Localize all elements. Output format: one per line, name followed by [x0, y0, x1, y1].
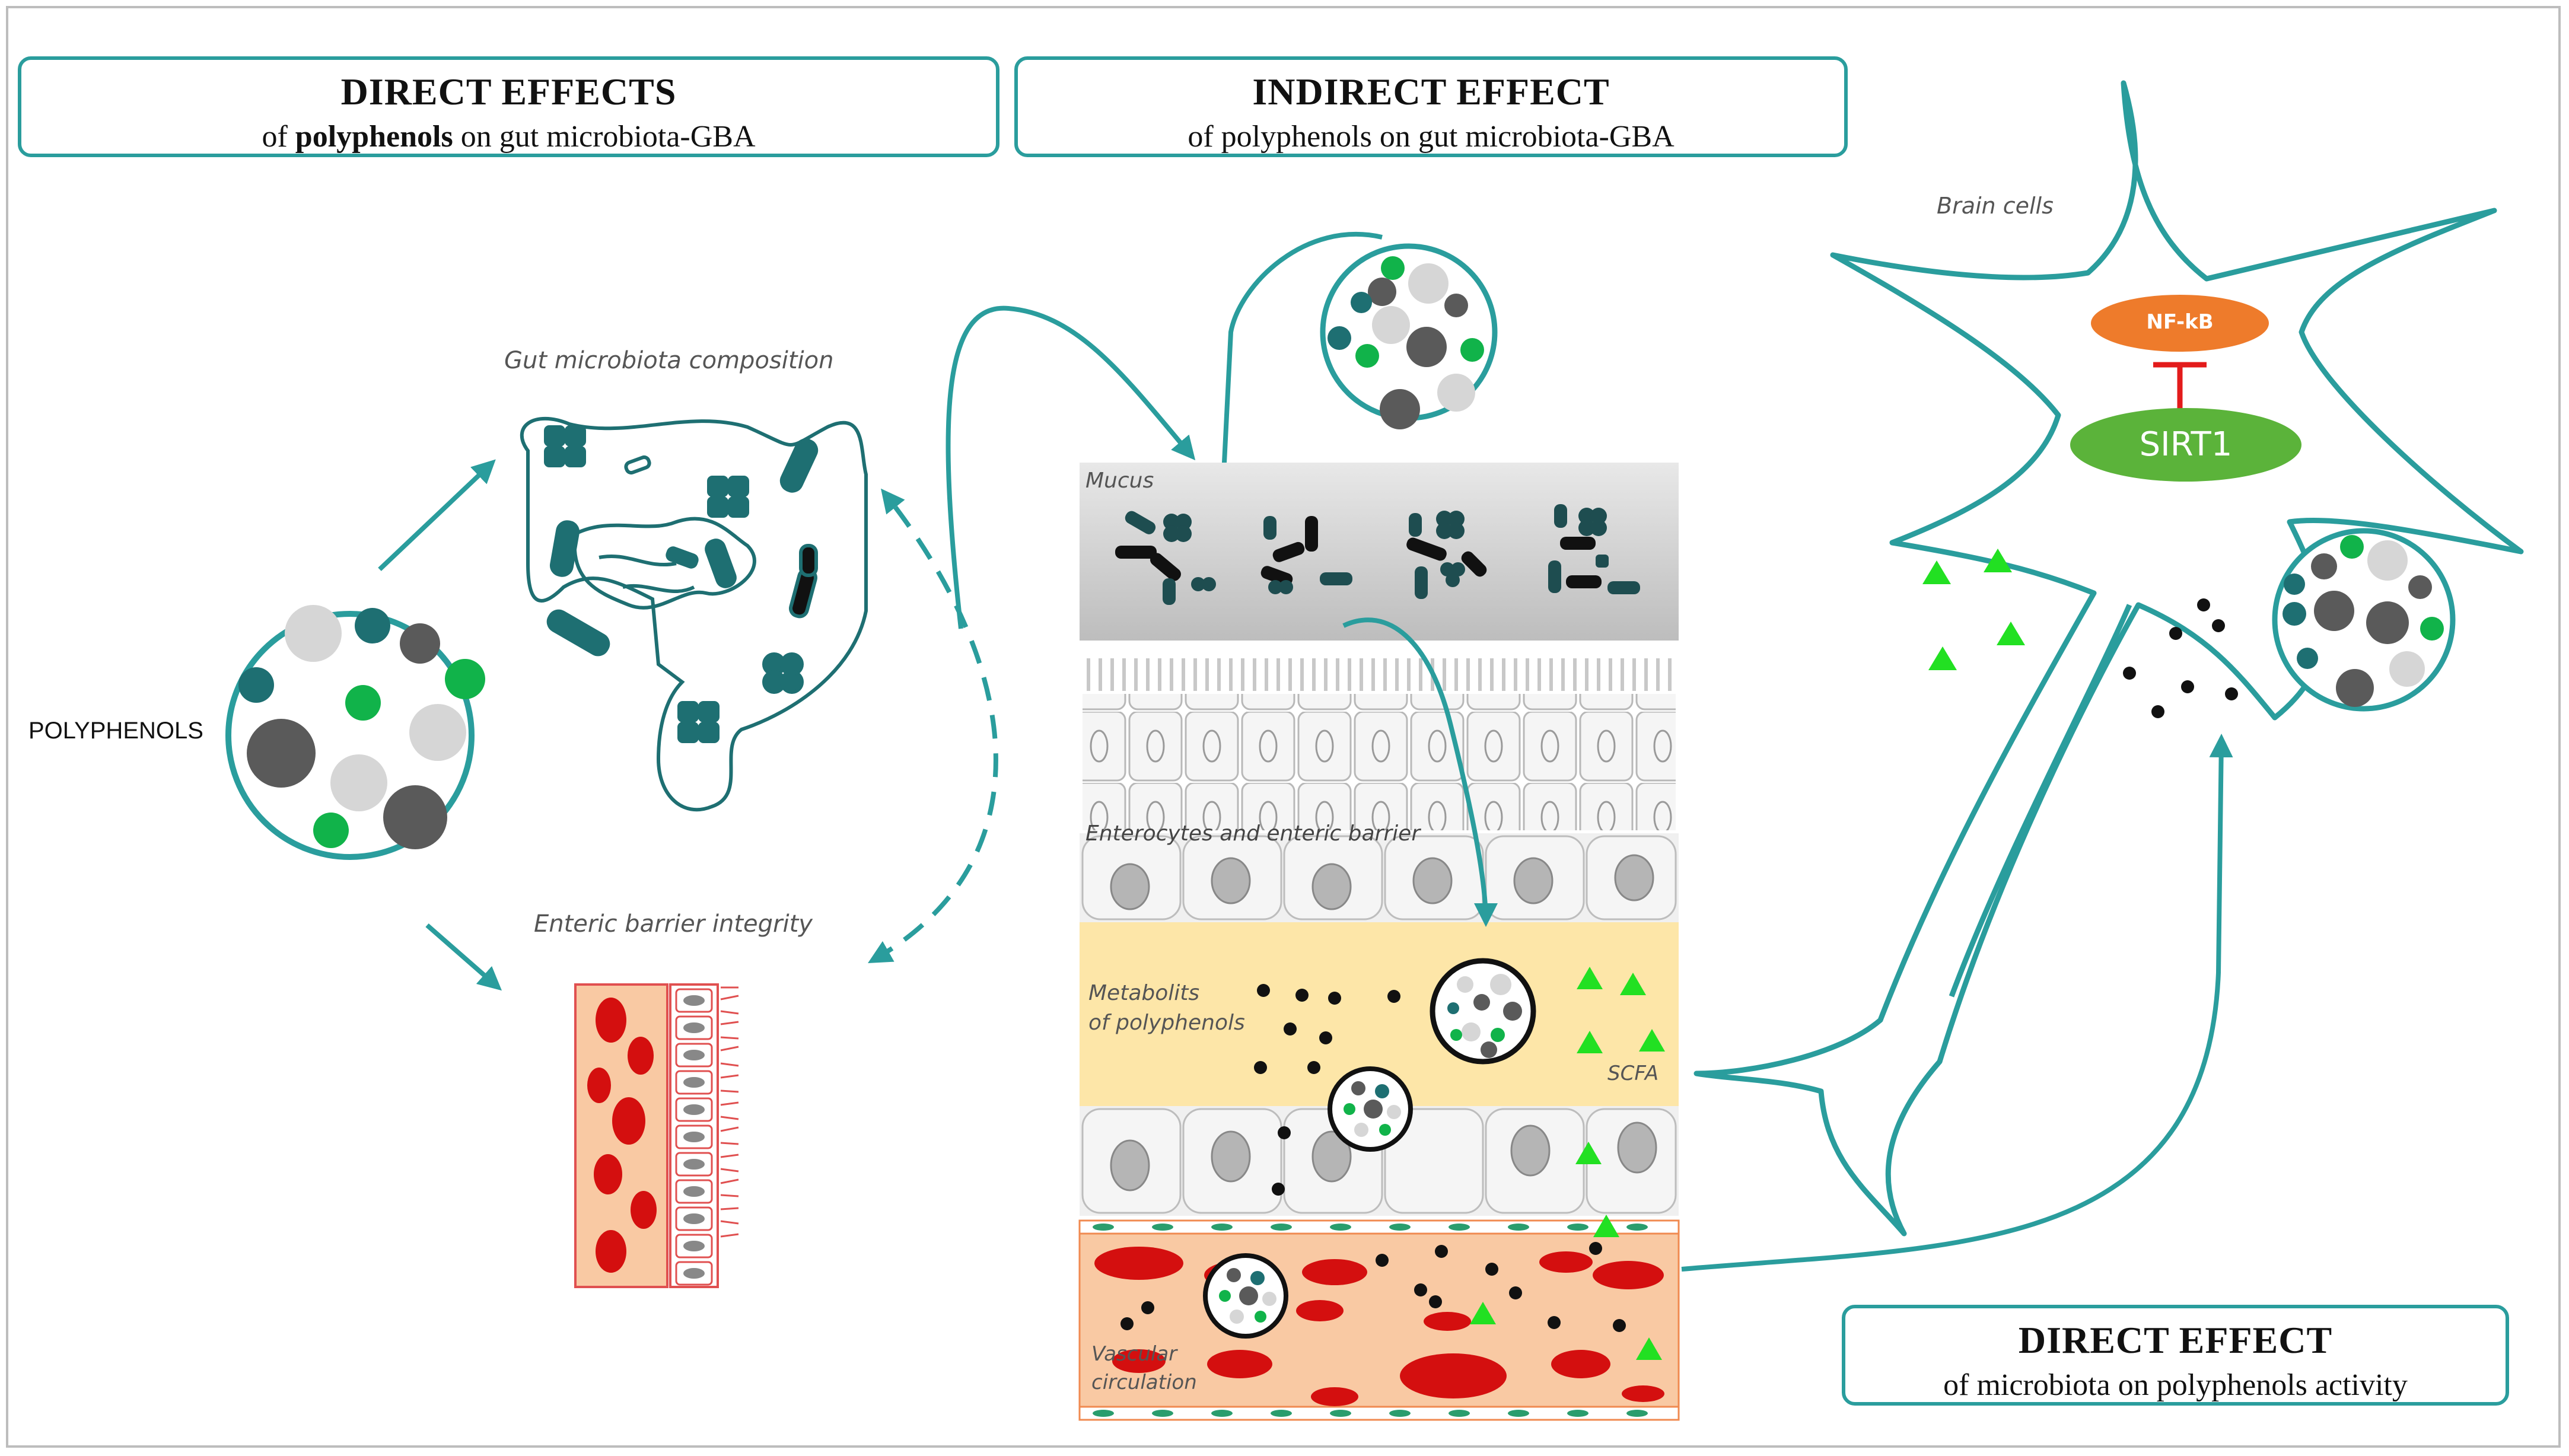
- arrow-to-microbiota: [378, 459, 496, 571]
- arrow-microbiota-to-mucus: [1212, 232, 1383, 491]
- enteric-barrier-label: Enteric barrier integrity: [534, 910, 813, 938]
- indirect-effect-title: INDIRECT EFFECT: [1252, 71, 1610, 113]
- enteric-barrier-tissue: [574, 983, 739, 1288]
- sirt1-node: [2070, 408, 2301, 482]
- nfkb-label: NF-kB: [2146, 310, 2214, 334]
- microbiota-circle-top: [1320, 243, 1498, 429]
- arrow-mucus-to-metabolites: [1342, 617, 1498, 927]
- direct-effects-box: DIRECT EFFECTS of polyphenols on gut mic…: [18, 56, 999, 157]
- particle-vascular-zone: [1203, 1253, 1288, 1339]
- nfkb-node: [2091, 295, 2269, 352]
- particle-enterocyte-zone: [1328, 1066, 1413, 1152]
- subtitle-prefix: of: [262, 120, 295, 154]
- arrow-vascular-to-brain: [1681, 734, 2233, 1272]
- subtitle-suffix: on gut microbiota-GBA: [453, 120, 756, 154]
- dashed-feedback-arrow: [868, 488, 998, 963]
- direct-effect-microbiota-box: DIRECT EFFECT of microbiota on polypheno…: [1842, 1305, 2509, 1406]
- particle-metabolite-zone: [1430, 958, 1536, 1065]
- metabolits-label: Metabolits of polyphenols: [1088, 979, 1245, 1038]
- subtitle-bold: polyphenols: [295, 120, 453, 154]
- brain-metabolite-dots: [2123, 598, 2238, 718]
- direct-effect-microbiota-subtitle: of microbiota on polyphenols activity: [1943, 1368, 2408, 1402]
- polyphenols-circle: [225, 605, 485, 860]
- intestine-cross-section: [1078, 463, 1680, 1421]
- vascular-line2: circulation: [1091, 1370, 1197, 1394]
- figure-frame: [6, 6, 2561, 1448]
- arrow-to-mucus: [946, 305, 1196, 629]
- scfa-label: SCFA: [1607, 1062, 1659, 1085]
- metabolits-line2: of polyphenols: [1088, 1011, 1245, 1036]
- enterocytes-label: Enterocytes and enteric barrier: [1085, 821, 1421, 846]
- indirect-effect-subtitle: of polyphenols on gut microbiota-GBA: [1188, 120, 1675, 154]
- mucus-label: Mucus: [1085, 469, 1154, 493]
- polyphenols-label: POLYPHENOLS: [28, 718, 203, 744]
- arrow-to-barrier: [425, 923, 502, 991]
- neuron-brain-cell: [1693, 80, 2524, 1237]
- direct-effects-subtitle: of polyphenols on gut microbiota-GBA: [21, 119, 996, 154]
- inhibition-symbol: [2153, 362, 2207, 409]
- sirt1-label: SIRT1: [2139, 425, 2233, 464]
- vascular-label: Vascular circulation: [1091, 1340, 1197, 1397]
- brain-cells-label: Brain cells: [1937, 193, 2054, 219]
- metabolits-line1: Metabolits: [1088, 981, 1200, 1005]
- microbiota-circle-brain: [2272, 528, 2456, 712]
- gut-microbiota-label: Gut microbiota composition: [504, 347, 834, 374]
- indirect-effect-box: INDIRECT EFFECT of polyphenols on gut mi…: [1014, 56, 1848, 157]
- vascular-line1: Vascular: [1091, 1342, 1177, 1366]
- direct-effects-title: DIRECT EFFECTS: [340, 71, 677, 113]
- brain-scfa-triangles: [1922, 549, 2025, 670]
- colon-illustration: [520, 416, 868, 812]
- direct-effect-microbiota-title: DIRECT EFFECT: [2018, 1319, 2333, 1361]
